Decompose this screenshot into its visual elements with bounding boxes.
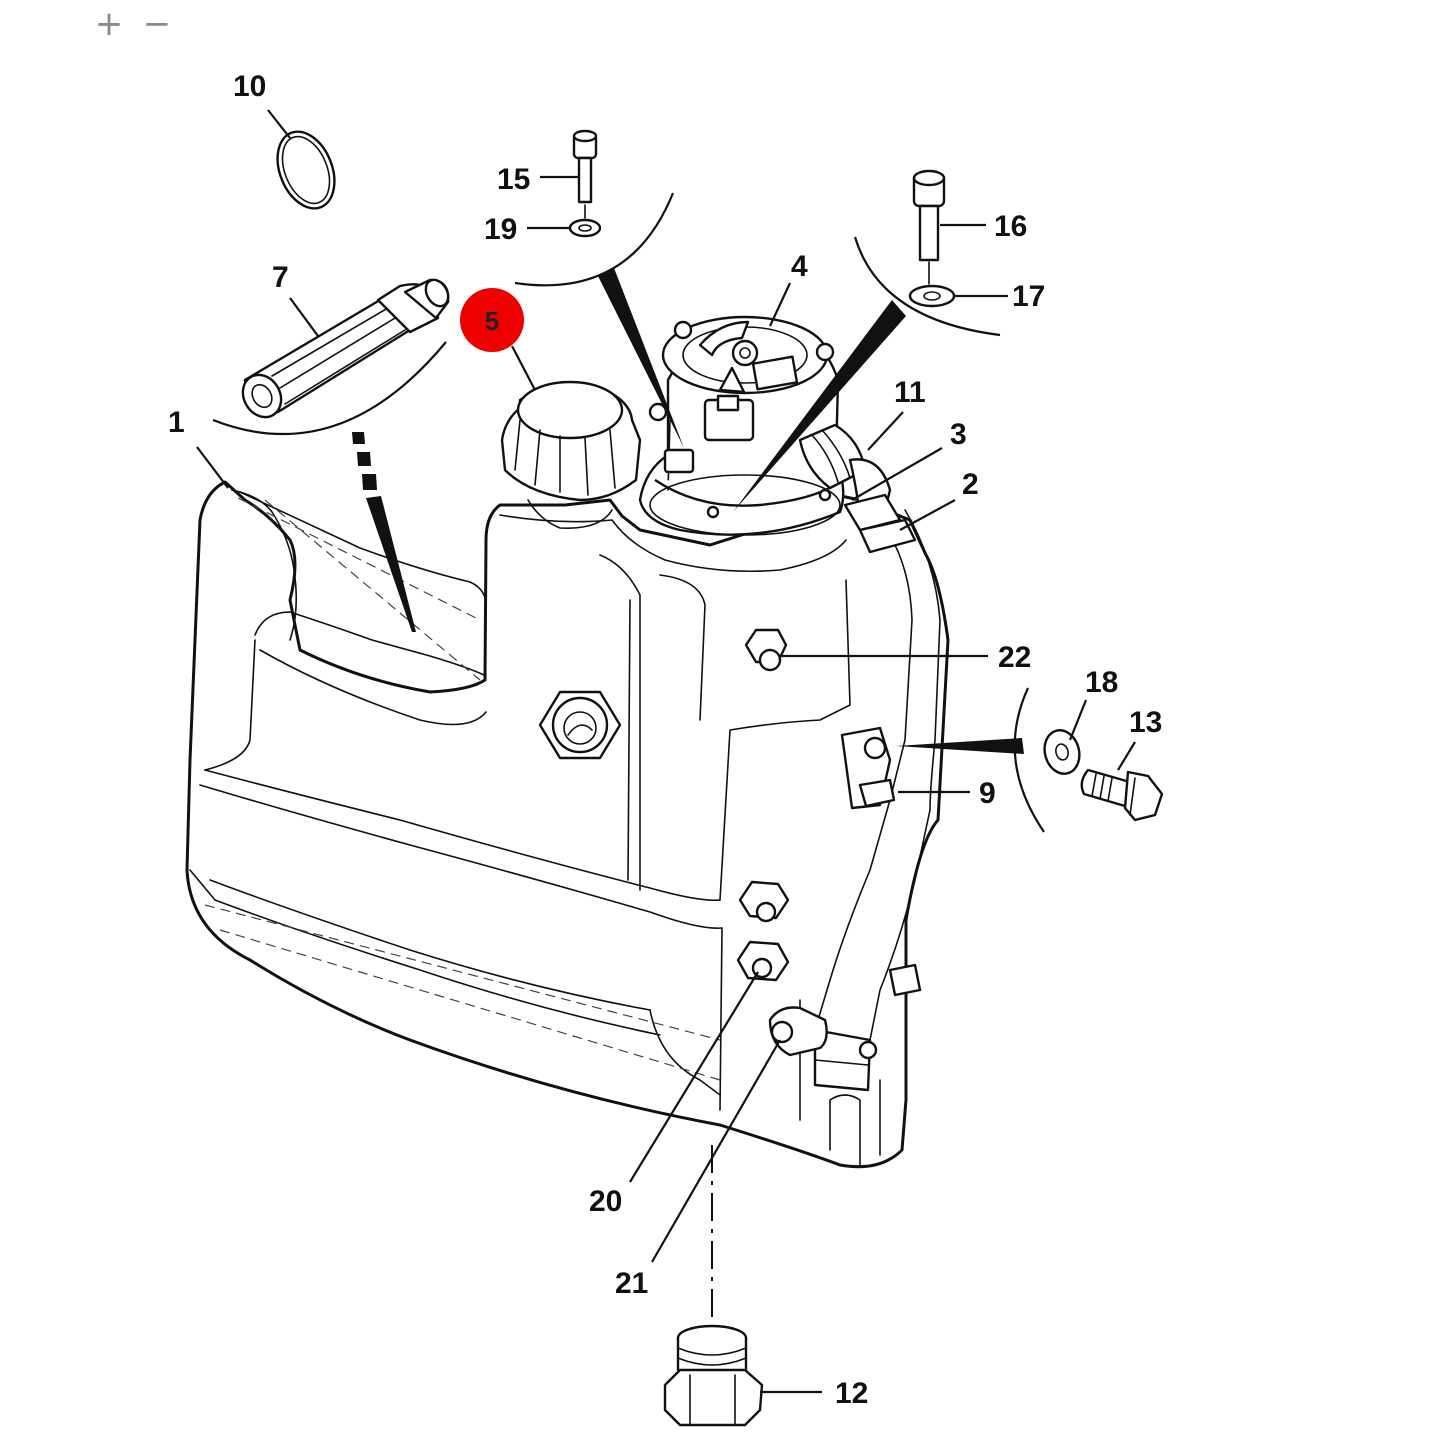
callout-labels: 10 7 1 15 19 4 16 17 11 3 2 22 18 13 9 2… — [168, 70, 1162, 1410]
callout-21: 19 — [484, 213, 517, 246]
highlighted-callout-5[interactable]: 5 — [460, 288, 524, 352]
hose-assembly — [813, 493, 941, 1092]
washer-17-part — [908, 284, 956, 308]
highlight-marker[interactable] — [460, 288, 524, 352]
leader-lines — [196, 109, 1136, 1394]
callout-20: 21 — [615, 1267, 648, 1300]
side-plug-boss — [538, 690, 622, 760]
callout-4: 4 — [791, 250, 808, 283]
callout-22: 22 — [998, 641, 1031, 674]
zoom-out-button[interactable]: − — [137, 4, 177, 44]
bolt-13-part — [1080, 768, 1164, 822]
washer-18-part — [1043, 729, 1081, 775]
detail-arcs — [212, 192, 1045, 833]
callout-11: 10 — [233, 70, 266, 103]
callout-5: 5 — [485, 306, 499, 336]
callout-7: 7 — [272, 261, 289, 294]
zoom-in-button[interactable]: + — [89, 4, 129, 44]
filter-head — [638, 315, 845, 536]
detail-pointers — [352, 268, 1024, 754]
bolt-16-part — [912, 169, 946, 285]
callout-13: 13 — [1129, 706, 1162, 739]
callout-1: 1 — [168, 406, 185, 439]
callout-12: 12 — [835, 1377, 868, 1410]
tank-body — [185, 480, 950, 1169]
washer-21-part — [568, 218, 602, 238]
callout-16: 16 — [994, 210, 1027, 243]
callout-3: 3 — [950, 418, 967, 451]
callout-9: 9 — [979, 777, 996, 810]
filter-element-part — [241, 278, 450, 419]
callout-10: 11 — [894, 376, 926, 409]
bolt-15-part — [572, 129, 598, 219]
callout-15: 15 — [497, 163, 530, 196]
drain-plug-part — [663, 1324, 764, 1427]
filler-cap — [500, 380, 642, 529]
callout-2: 2 — [962, 468, 979, 501]
callout-18: 18 — [1085, 666, 1118, 699]
o-ring-part — [276, 130, 336, 210]
callout-17: 17 — [1012, 280, 1045, 313]
callout-19: 20 — [589, 1185, 622, 1218]
face-fittings — [736, 628, 828, 1057]
